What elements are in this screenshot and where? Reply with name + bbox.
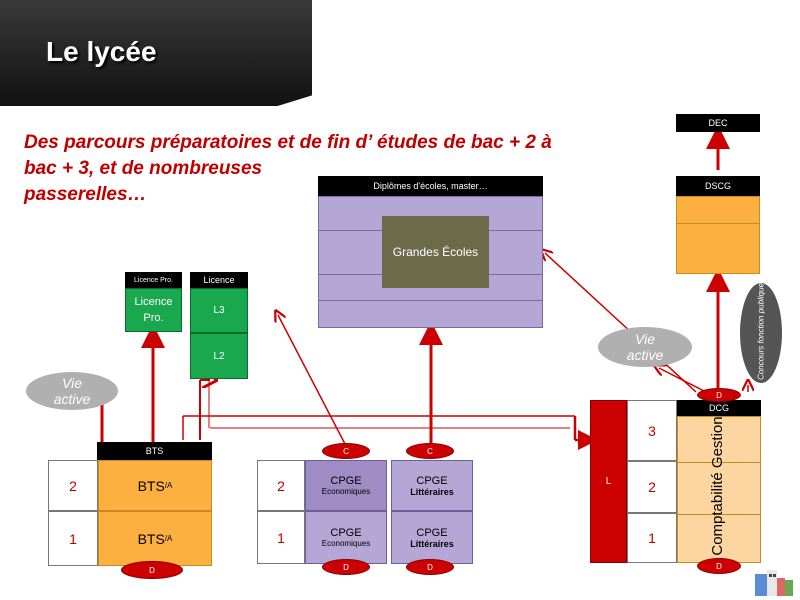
grandes-ecoles-box: Grandes Écoles — [382, 216, 489, 288]
concours-label: Concours fonction publique — [756, 283, 766, 380]
bts-label: BTS — [137, 530, 165, 547]
cpge-lit-year-1-box: CPGE Littéraires — [391, 511, 473, 564]
d-badge-cpge-lit: D — [406, 559, 454, 575]
diplomes-header: Diplômes d'écoles, master… — [318, 176, 543, 196]
licence-header: Licence — [190, 272, 248, 288]
subtitle-line2: bac + 3, et de nombreuses — [24, 158, 263, 179]
vie-active-left: Vie active — [26, 372, 118, 410]
title-banner — [0, 0, 312, 106]
dcg-year-1: 1 — [627, 513, 677, 563]
bts-year-1-box: BTS/A — [98, 511, 212, 566]
cpge-eco-sub: Economiques — [321, 487, 371, 496]
licence-pro-header: Licence Pro. — [125, 272, 182, 288]
c-badge-cpge-eco: C — [322, 443, 370, 459]
cpge-eco-year-2: 2 — [257, 460, 305, 511]
cpge-eco-year-1-box: CPGE Economiques — [305, 511, 387, 564]
page-title: Le lycée — [46, 36, 157, 67]
d-badge-dcg-top: D — [697, 388, 741, 402]
c-badge-cpge-lit: C — [406, 443, 454, 459]
dcg-year-3: 3 — [627, 400, 677, 461]
l3-box: L3 — [190, 288, 248, 333]
cpge-lit-sub: Littéraires — [410, 486, 454, 497]
bts-year-2-box: BTS/A — [98, 460, 212, 511]
concours-oval: Concours fonction publique — [740, 283, 782, 383]
bts-sub: /A — [164, 481, 173, 490]
subtitle-line3: passerelles… — [24, 184, 147, 205]
cpge-eco-year-1: 1 — [257, 511, 305, 564]
cpge-lit-title: CPGE — [416, 526, 448, 539]
cpge-lit-year-2-box: CPGE Littéraires — [391, 460, 473, 511]
d-badge-cpge-eco: D — [322, 559, 370, 575]
bts-year-1: 1 — [48, 511, 98, 566]
cpge-eco-title: CPGE — [330, 475, 362, 487]
licence-pro-box: Licence Pro. — [125, 288, 182, 332]
dscg-box — [676, 196, 760, 274]
vie-active-right: Vie active — [598, 327, 692, 367]
dcg-year-2: 2 — [627, 461, 677, 513]
cpge-eco-sub: Economiques — [321, 539, 371, 548]
subtitle: Des parcours préparatoires et de fin d’ … — [24, 130, 614, 208]
cpge-lit-title: CPGE — [416, 474, 448, 487]
cpge-lit-sub: Littéraires — [410, 538, 454, 549]
dcg-box: Comptabilité Gestion — [677, 416, 761, 563]
bts-sub: /A — [164, 534, 173, 543]
subtitle-line1: Des parcours préparatoires et de fin d’ … — [24, 132, 552, 153]
bts-header: BTS — [97, 442, 212, 460]
cpge-eco-year-2-box: CPGE Economiques — [305, 460, 387, 511]
dcg-l-column: L — [590, 400, 627, 563]
d-badge-bts: D — [121, 561, 183, 579]
dcg-title: Comptabilité Gestion — [709, 416, 726, 556]
d-badge-dcg: D — [697, 558, 741, 574]
school-logo-icon — [755, 570, 793, 596]
l2-box: L2 — [190, 333, 248, 379]
dec-box: DEC — [676, 114, 760, 132]
dscg-header: DSCG — [676, 176, 760, 196]
bts-label: BTS — [137, 477, 165, 494]
dcg-header: DCG — [677, 400, 761, 416]
cpge-eco-title: CPGE — [330, 527, 362, 539]
bts-year-2: 2 — [48, 460, 98, 511]
